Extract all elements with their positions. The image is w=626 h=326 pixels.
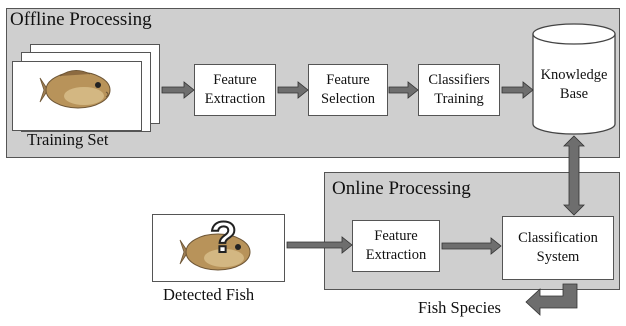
offline-processing-title: Offline Processing <box>10 9 152 30</box>
online-processing-title: Online Processing <box>332 178 471 199</box>
knowledge-base-label: Knowledge Base <box>540 67 608 102</box>
question-mark: ? <box>209 213 238 262</box>
training-card-front <box>12 61 142 131</box>
fish-species-label: Fish Species <box>418 298 501 317</box>
detected-fish-label: Detected Fish <box>163 285 255 304</box>
training-set-label: Training Set <box>27 130 109 149</box>
